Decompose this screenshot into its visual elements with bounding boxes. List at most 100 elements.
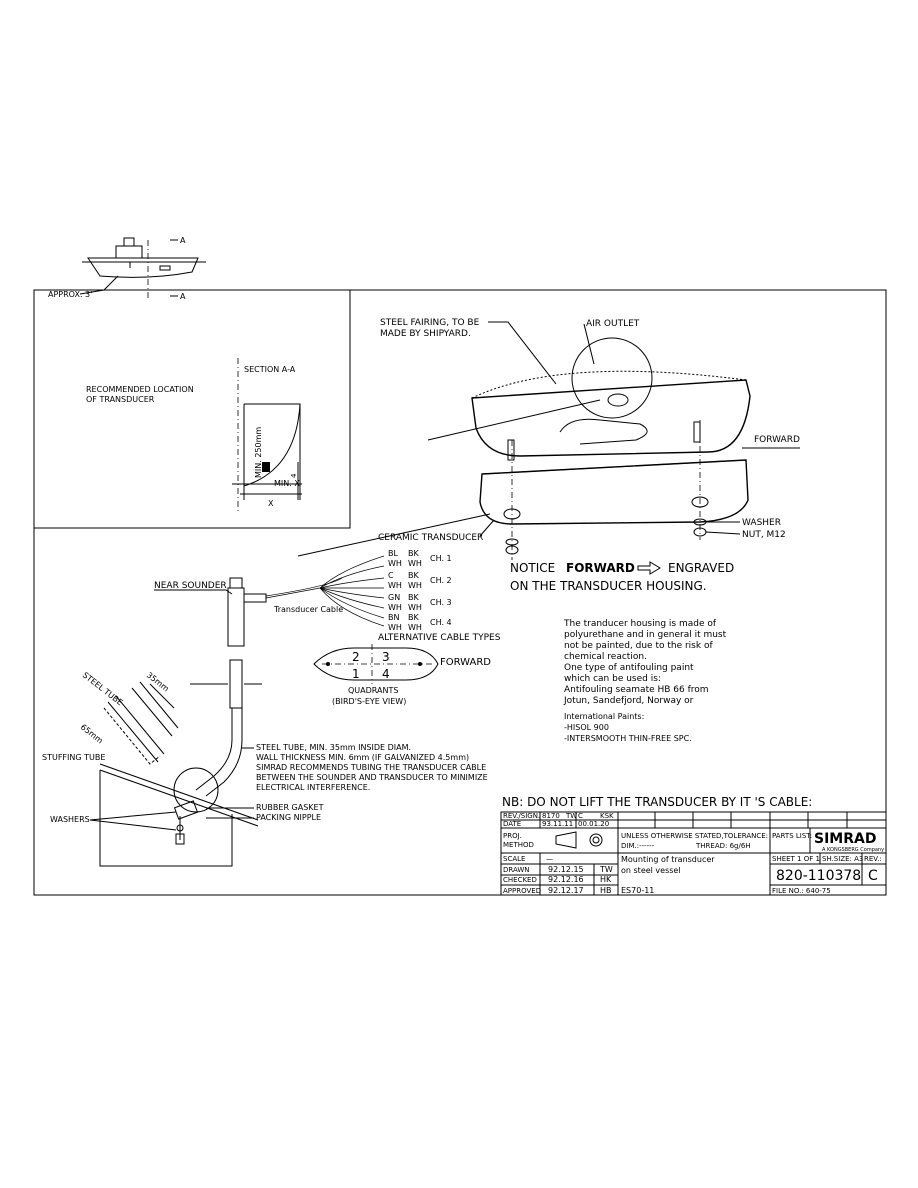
paint-note-line-4: chemical reaction. <box>564 652 647 662</box>
simrad-logo: SIMRAD <box>814 831 876 847</box>
ch2-label: CH. 2 <box>430 576 452 585</box>
rev-sign-2: C <box>578 812 583 820</box>
scale-value: — <box>546 855 553 863</box>
paint-note-line-5: One type of antifouling paint <box>564 663 694 673</box>
title-block: REV./SIGN. 8170 TW C KSK DATE 93.11.11 0… <box>500 811 887 896</box>
quadrant-1: 1 <box>352 667 360 681</box>
stuffing-tube-assembly <box>99 708 259 867</box>
washers-label: WASHERS <box>50 815 90 824</box>
drawing-number: 820-110378 <box>776 868 861 884</box>
dim-label: DIM.:------ <box>621 842 655 850</box>
paint-note-line-10: International Paints: <box>564 712 644 721</box>
ch1-shield-b: WH <box>408 559 422 568</box>
cable-channel-4: BN WH BK WH CH. 4 <box>388 613 452 632</box>
revision-letter: C <box>868 868 878 884</box>
thread-label: THREAD: 6g/6H <box>695 842 751 850</box>
projection-symbol-icon <box>555 831 603 849</box>
section-transducer <box>262 462 270 472</box>
quadrant-forward-label: FORWARD <box>440 657 491 668</box>
approved-date: 92.12.17 <box>548 886 584 895</box>
washer-label: WASHER <box>742 518 781 528</box>
approved-label: APPROVED <box>503 887 541 895</box>
dim-35-label: 35mm <box>145 670 171 693</box>
date-label: DATE <box>503 820 521 828</box>
transducer-cable-label: Transducer Cable <box>273 605 343 614</box>
steel-tube-label: STEEL TUBE <box>81 670 125 707</box>
paint-note-line-12: -INTERSMOOTH THIN-FREE SPC. <box>564 734 692 743</box>
quadrants-diagram: 2 3 1 4 <box>313 644 439 684</box>
rev-sign-1: 8170 <box>542 812 560 820</box>
paint-note: The tranducer housing is made of polyure… <box>563 619 727 743</box>
tube-note-line-5: ELECTRICAL INTERFERENCE. <box>256 783 370 792</box>
checked-date: 92.12.16 <box>548 875 584 884</box>
paint-note-line-3: not be painted, due to the risk of <box>564 641 713 651</box>
cable-channel-3: GN WH BK WH CH. 3 <box>388 593 452 612</box>
ch3-label: CH. 3 <box>430 598 452 607</box>
air-outlet-label: AIR OUTLET <box>586 319 640 329</box>
sounder-tee-fitting <box>190 577 267 709</box>
ship-silhouette <box>82 237 206 300</box>
section-marker-bottom: A <box>180 292 186 301</box>
ch3-wire-b: WH <box>388 603 402 612</box>
paint-note-line-7: Antifouling seamate HB 66 from <box>564 685 709 695</box>
ch4-shield-a: BK <box>408 613 419 622</box>
ch1-wire-b: WH <box>388 559 402 568</box>
rev-sign-2b: KSK <box>600 812 614 820</box>
dim-65-label: 65mm <box>79 722 105 745</box>
ch4-wire-a: BN <box>388 613 399 622</box>
ch4-label: CH. 4 <box>430 618 452 627</box>
rev-sign-1b: TW <box>565 812 577 820</box>
paint-note-line-8: Jotun, Sandefjord, Norway or <box>563 696 694 706</box>
steel-fairing-line1: STEEL FAIRING, TO BE <box>380 318 480 328</box>
paint-note-line-11: -HISOL 900 <box>564 723 609 732</box>
ch2-shield-b: WH <box>408 581 422 590</box>
cable-channel-2: C WH BK WH CH. 2 <box>388 571 452 590</box>
ch2-wire-b: WH <box>388 581 402 590</box>
cable-fan-out <box>319 555 385 627</box>
proj-label: PROJ. <box>503 832 522 840</box>
steel-tube-detail <box>103 681 179 765</box>
forward-arrow-icon <box>637 561 661 575</box>
checked-sign: HK <box>600 875 612 884</box>
inset-border <box>33 289 351 529</box>
file-number: FILE NO.: 640-75 <box>772 887 831 895</box>
paint-note-line-2: polyurethane and in general it must <box>564 630 727 640</box>
ch1-label: CH. 1 <box>430 554 452 563</box>
drawing-title-2: on steel vessel <box>621 866 681 875</box>
tube-note-line-4: BETWEEN THE SOUNDER AND TRANSDUCER TO MI… <box>256 773 488 782</box>
near-sounder-label: NEAR SOUNDER <box>154 581 227 591</box>
ceramic-transducer-label: CERAMIC TRANSDUCER <box>378 533 483 543</box>
quadrants-label: QUADRANTS <box>348 686 398 695</box>
min-x-den: 4 <box>290 473 298 478</box>
tube-note-line-1: STEEL TUBE, MIN. 35mm INSIDE DIAM. <box>256 743 411 752</box>
checked-label: CHECKED <box>503 876 537 884</box>
model-label: ES70-11 <box>621 886 654 895</box>
section-a-a-label: SECTION A-A <box>244 365 296 374</box>
notice-forward: FORWARD <box>566 561 635 575</box>
paint-note-line-6: which can be used is: <box>564 674 661 684</box>
cable-channel-list: BL WH BK WH CH. 1 C WH BK WH CH. 2 GN WH… <box>388 549 452 632</box>
alt-cable-types-label: ALTERNATIVE CABLE TYPES <box>378 633 501 643</box>
inset-recommended-line1: RECOMMENDED LOCATION <box>86 385 194 394</box>
approx-label: APPROX. 3' <box>48 290 92 299</box>
notice-block: NOTICE FORWARD ENGRAVED ON THE TRANSDUCE… <box>510 561 734 593</box>
scale-label: SCALE <box>503 855 525 863</box>
ch4-wire-b: WH <box>388 623 402 632</box>
date-2: 00.01.20 <box>578 820 609 828</box>
ch2-shield-a: BK <box>408 571 419 580</box>
drawing-frame <box>33 289 887 896</box>
drawing-title-1: Mounting of transducer <box>621 855 715 864</box>
ch1-shield-a: BK <box>408 549 419 558</box>
sheet-label: SHEET 1 OF 1 <box>772 855 820 863</box>
date-1: 93.11.11 <box>542 820 573 828</box>
tube-note: STEEL TUBE, MIN. 35mm INSIDE DIAM. WALL … <box>256 743 488 792</box>
notice-line2: ON THE TRANSDUCER HOUSING. <box>510 579 707 593</box>
tolerance-label: UNLESS OTHERWISE STATED,TOLERANCE: <box>621 832 768 840</box>
parts-list-label: PARTS LIST: <box>772 832 812 840</box>
inset-recommended-line2: OF TRANSDUCER <box>86 395 155 404</box>
drawn-label: DRAWN <box>503 866 530 874</box>
cable-channel-1: BL WH BK WH CH. 1 <box>388 549 452 568</box>
rev-sign-label: REV./SIGN. <box>503 812 540 820</box>
quadrant-4: 4 <box>382 667 390 681</box>
ch3-shield-a: BK <box>408 593 419 602</box>
